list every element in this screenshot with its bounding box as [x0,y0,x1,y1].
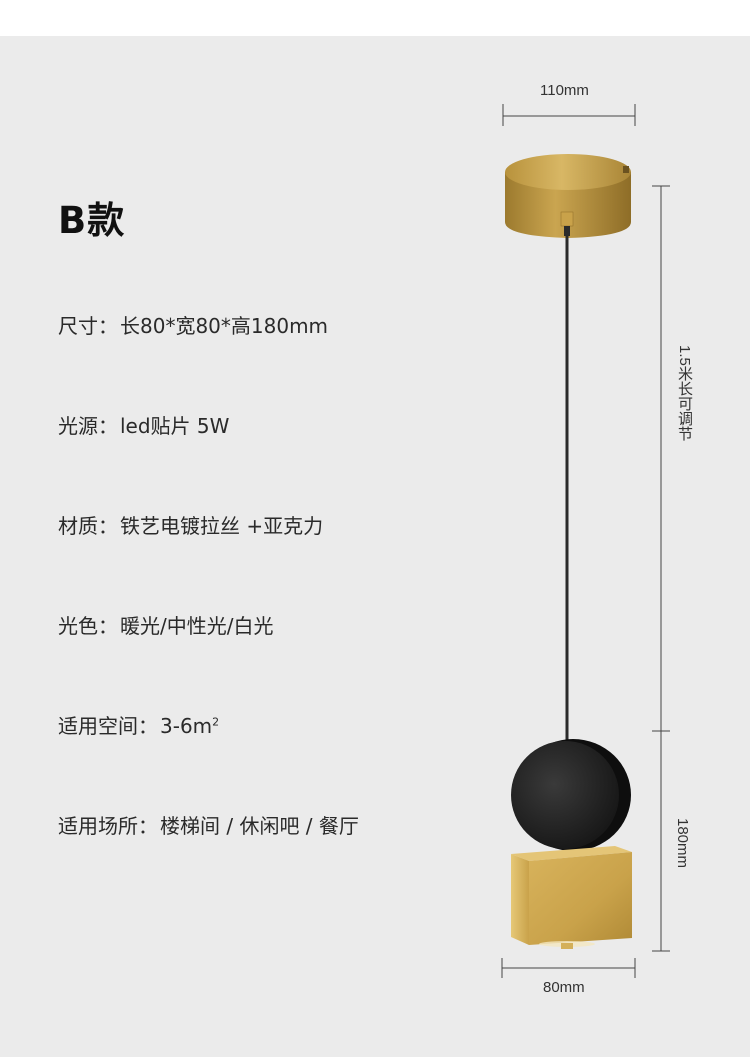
spec-label: 适用场所： [58,814,158,838]
spec-light-color: 光色：暖光/中性光/白光 [58,610,273,639]
spec-size: 尺寸：长80*宽80*高180mm [58,310,328,339]
spec-light-source: 光源：led贴片 5W [58,410,229,439]
spec-label: 光源： [58,414,118,438]
spec-sup: 2 [212,715,220,729]
spec-space: 适用空间：3-6m2 [58,710,219,739]
product-title: B款 [58,199,126,242]
spec-value: 铁艺电镀拉丝 +亚克力 [120,514,324,538]
canopy-dimension-line [502,104,636,126]
spec-value: 3-6m [160,714,213,738]
spec-material: 材质：铁艺电镀拉丝 +亚克力 [58,510,323,539]
spec-label: 尺寸： [58,314,118,338]
spec-label: 光色： [58,614,118,638]
spec-value: led贴片 5W [120,414,230,438]
spec-places: 适用场所：楼梯间 / 休闲吧 / 餐厅 [58,810,359,839]
spec-label: 材质： [58,514,118,538]
lamp-height-label: 180mm [674,818,691,869]
lamp-width-label: 80mm [543,979,585,996]
lamp-height-dimension-line [652,731,670,952]
cord-dimension-line [652,185,670,732]
cord-length-label: 1.5米长可调节 [676,345,693,441]
brass-cube [511,846,632,949]
spec-value: 长80*宽80*高180mm [120,314,329,338]
cord [560,211,574,748]
black-disc [511,739,631,851]
spec-value: 楼梯间 / 休闲吧 / 餐厅 [160,814,359,838]
canopy [505,154,631,238]
spec-label: 适用空间： [58,714,158,738]
spec-value: 暖光/中性光/白光 [120,614,274,638]
canopy-width-label: 110mm [540,82,589,99]
lamp-width-dimension-line [501,958,636,978]
